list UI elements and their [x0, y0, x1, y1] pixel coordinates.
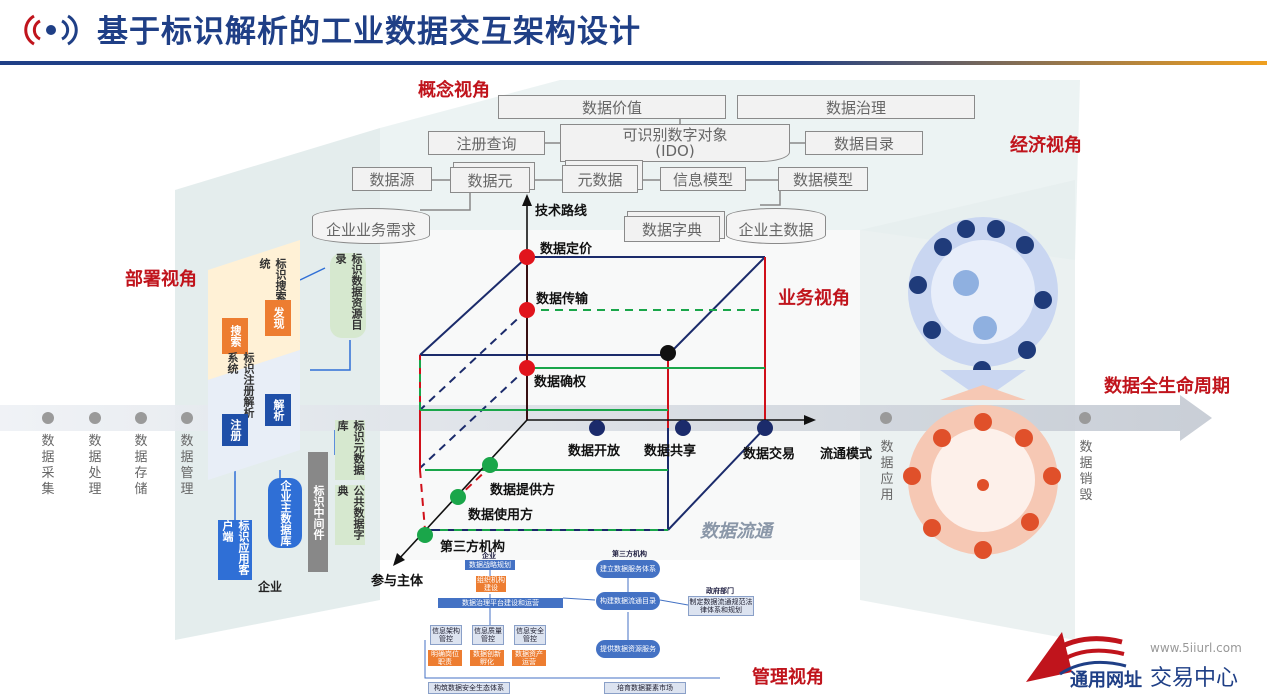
id-metadata-panel: 标识元数据库 — [335, 420, 365, 480]
deploy-enterprise-label: 企业 — [258, 580, 283, 594]
enterprise-demand-cylinder: 企业业务需求 — [312, 208, 430, 244]
discover-button[interactable]: 发现 — [265, 300, 291, 336]
stage-apply: 数据应用 — [880, 440, 894, 503]
mgmt-t3: 提供数据资源服务 — [596, 640, 660, 658]
metadata-box: 元数据 — [562, 165, 638, 193]
header-divider — [0, 61, 1267, 65]
mgmt-e1: 数据战略规划 — [465, 560, 515, 570]
mgmt-g1: 制定数据流通规范法律体系和规划 — [688, 596, 754, 616]
mgmt-e3: 数据治理平台建设和运营 — [438, 598, 563, 608]
enterprise-master-db-panel: 企业主数据库 — [268, 478, 302, 548]
data-element-box: 数据元 — [450, 167, 530, 193]
watermark-url: www.5iiurl.com — [1150, 641, 1242, 655]
ido-box: 可识别数字对象 (IDO) — [560, 124, 790, 162]
mgmt-government-title: 政府部门 — [706, 587, 734, 595]
mgmt-t2: 构建数据流通目录 — [596, 592, 660, 610]
data-circulation-label: 数据流通 — [700, 521, 772, 542]
pricing-label: 数据定价 — [540, 242, 593, 257]
stage-destroy: 数据销毁 — [1079, 440, 1093, 503]
tech-route-label: 技术路线 — [535, 204, 588, 219]
stage-collect: 数据采集 — [41, 434, 55, 497]
third-party-label: 第三方机构 — [440, 540, 506, 555]
enterprise-master-cylinder: 企业主数据 — [726, 208, 826, 244]
brand-text-b: 交易中心 — [1150, 666, 1239, 691]
trade-label: 数据交易 — [743, 447, 796, 462]
mgmt-b2: 培育数据要素市场 — [604, 682, 686, 694]
data-value-box: 数据价值 — [498, 95, 726, 119]
circulation-mode-label: 流通模式 — [820, 447, 873, 462]
stage-store: 数据存储 — [134, 434, 148, 497]
app-client-panel[interactable]: 标识应用客户端 — [218, 520, 252, 580]
provider-label: 数据提供方 — [490, 483, 556, 498]
page-title: 基于标识解析的工业数据交互架构设计 — [97, 14, 641, 50]
mgmt-third-party-title: 第三方机构 — [612, 550, 647, 558]
stage-manage: 数据管理 — [180, 434, 194, 497]
data-catalog-box: 数据目录 — [805, 131, 923, 155]
mgmt-enterprise-title: 企业 — [482, 552, 496, 560]
resource-catalog-panel: 标识数据资源目录 — [330, 253, 366, 338]
flag-logo-icon — [1026, 632, 1127, 682]
mgmt-e9: 数据资产运营 — [512, 650, 546, 666]
register-button[interactable]: 注册 — [222, 414, 248, 446]
resolve-button[interactable]: 解析 — [265, 394, 291, 426]
mgmt-e7: 明确岗位职责 — [428, 650, 462, 666]
management-view-label: 管理视角 — [752, 667, 824, 688]
lifecycle-view-label: 数据全生命周期 — [1104, 376, 1230, 397]
data-dictionary-box: 数据字典 — [624, 216, 720, 242]
mgmt-e2: 组织机构建设 — [476, 576, 506, 592]
mgmt-b1: 构筑数据安全生态体系 — [428, 682, 510, 694]
mgmt-e8: 数据创新孵化 — [470, 650, 504, 666]
business-view-label: 业务视角 — [778, 288, 850, 309]
mgmt-e5: 信息质量管控 — [472, 625, 504, 645]
stage-process: 数据处理 — [88, 434, 102, 497]
logo-icon — [24, 14, 78, 46]
economic-view-label: 经济视角 — [1010, 135, 1082, 156]
mgmt-e4: 信息架构管控 — [430, 625, 462, 645]
user-label: 数据使用方 — [468, 508, 534, 523]
mgmt-t1: 建立数据服务体系 — [596, 560, 660, 578]
data-source-box: 数据源 — [352, 167, 432, 191]
concept-view-label: 概念视角 — [418, 80, 490, 101]
ido-label: 可识别数字对象 (IDO) — [622, 126, 728, 160]
share-label: 数据共享 — [644, 444, 697, 459]
register-query-box: 注册查询 — [428, 131, 545, 155]
mgmt-e6: 信息安全管控 — [514, 625, 546, 645]
open-label: 数据开放 — [568, 444, 621, 459]
brand-text-a: 通用网址 — [1070, 670, 1142, 691]
data-model-box: 数据模型 — [778, 167, 868, 191]
data-governance-box: 数据治理 — [737, 95, 975, 119]
transmission-label: 数据传输 — [536, 292, 589, 307]
rights-label: 数据确权 — [534, 375, 587, 390]
search-button[interactable]: 搜索 — [222, 318, 248, 354]
participant-label: 参与主体 — [371, 574, 424, 589]
middleware-panel: 标识中间件 — [308, 452, 328, 572]
public-dictionary-panel: 公共数据字典 — [335, 485, 365, 545]
resolve-system-title: 标识注册解析系统 — [226, 352, 255, 418]
info-model-box: 信息模型 — [660, 167, 746, 191]
deploy-view-label: 部署视角 — [125, 269, 197, 290]
